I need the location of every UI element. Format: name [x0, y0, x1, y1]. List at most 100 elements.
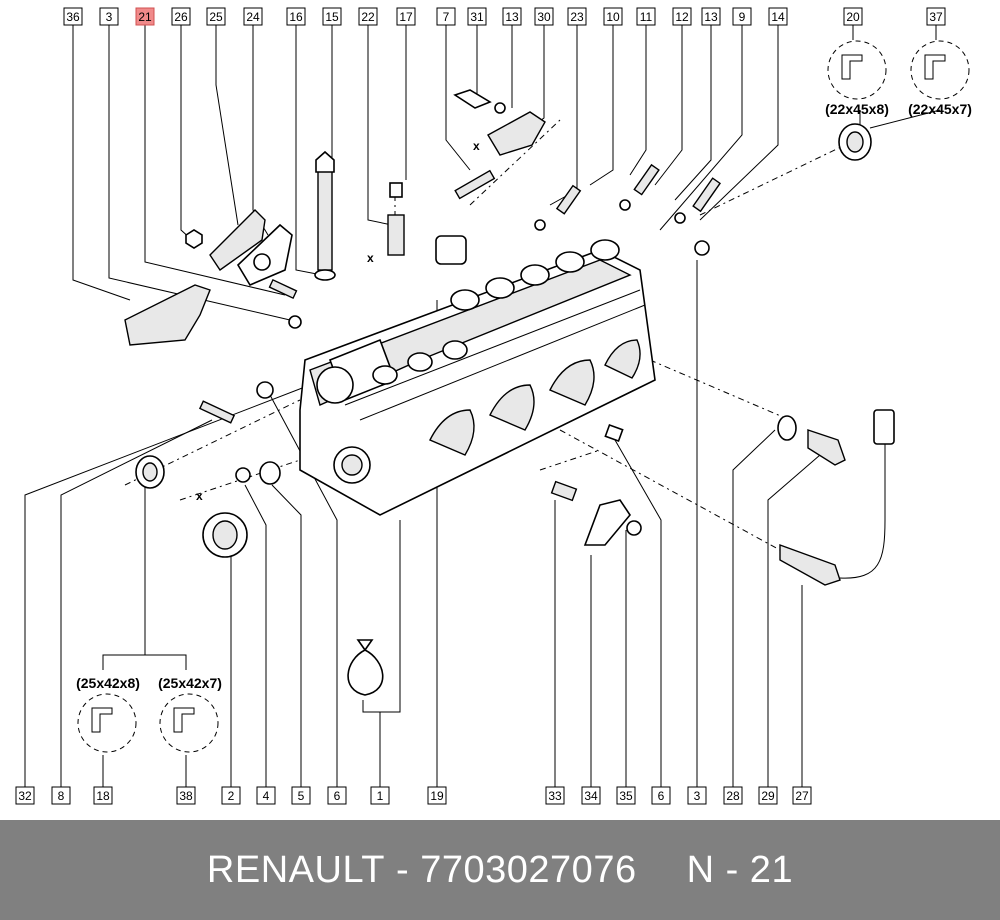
nut-26: [185, 229, 203, 249]
cam-lobes: [372, 239, 620, 385]
callout-top-12: 12: [672, 7, 692, 26]
seal-17: [389, 182, 403, 198]
callout-box: [651, 786, 671, 805]
callout-box: [135, 7, 155, 26]
callout-box: [15, 786, 35, 805]
callout-number: 8: [58, 789, 65, 803]
callout-number: 33: [548, 789, 562, 803]
callout-top-30: 30: [534, 7, 554, 26]
callout-box: [603, 7, 623, 26]
callout-bottom-32: 32: [15, 786, 35, 805]
callout-number: 38: [179, 789, 193, 803]
callout-number: 37: [929, 10, 943, 24]
callout-bottom-38: 38: [176, 786, 196, 805]
callout-number: 3: [106, 10, 113, 24]
sensor-27: [779, 544, 841, 586]
x-mark-left: x: [196, 489, 203, 503]
callout-top-36: 36: [63, 7, 83, 26]
callout-box: [370, 786, 390, 805]
footer-bar: RENAULT - 7703027076 N - 21: [0, 820, 1000, 920]
callout-number: 34: [584, 789, 598, 803]
callout-box: [63, 7, 83, 26]
callout-top-31: 31: [467, 7, 487, 26]
bolt-23: [555, 184, 582, 215]
callout-bottom-6: 6: [327, 786, 347, 805]
callout-box: [51, 786, 71, 805]
callout-bottom-19: 19: [427, 786, 447, 805]
callout-number: 27: [795, 789, 809, 803]
stud-21: [268, 278, 298, 300]
callout-number: 20: [846, 10, 860, 24]
callout-bottom-2: 2: [221, 786, 241, 805]
callout-box: [843, 7, 863, 26]
callout-box: [636, 7, 656, 26]
callout-box: [436, 7, 456, 26]
callout-number: 7: [443, 10, 450, 24]
callout-bottom-33: 33: [545, 786, 565, 805]
callout-box: [243, 7, 263, 26]
seal-dim-top-right: (22x45x7): [908, 101, 972, 117]
callout-number: 32: [18, 789, 32, 803]
callout-number: 16: [289, 10, 303, 24]
callout-box: [291, 786, 311, 805]
callout-top-26: 26: [171, 7, 191, 26]
callout-number: 4: [263, 789, 270, 803]
callout-top-10: 10: [603, 7, 623, 26]
callout-number: 14: [771, 10, 785, 24]
callout-box: [567, 7, 587, 26]
callout-top-37: 37: [926, 7, 946, 26]
callout-number: 36: [66, 10, 80, 24]
plug-4: [235, 467, 251, 483]
callout-top-17: 17: [396, 7, 416, 26]
callout-number: 19: [430, 789, 444, 803]
sleeve-19: [435, 235, 467, 265]
plug-3: [288, 315, 302, 329]
callout-number: 6: [334, 789, 341, 803]
x-mark-top: x: [473, 139, 480, 153]
callout-number: 31: [470, 10, 484, 24]
footer-page-ref: N - 21: [686, 848, 794, 891]
bolt-31: [453, 89, 492, 109]
small-parts: [124, 89, 895, 696]
callout-top-13: 13: [502, 7, 522, 26]
callout-bottom-4: 4: [256, 786, 276, 805]
callout-number: 30: [537, 10, 551, 24]
callout-number: 29: [761, 789, 775, 803]
callout-number: 26: [174, 10, 188, 24]
callout-box: [256, 786, 276, 805]
callout-box: [723, 786, 743, 805]
nut-35: [626, 520, 642, 536]
callout-box: [176, 786, 196, 805]
leader-lines-top: [72, 24, 941, 321]
sensor-29: [807, 429, 846, 466]
callout-box: [768, 7, 788, 26]
x-mark-middle: x: [367, 251, 374, 265]
callout-box: [758, 786, 778, 805]
callout-bottom-5: 5: [291, 786, 311, 805]
callout-top-14: 14: [768, 7, 788, 26]
callout-top-20: 20: [843, 7, 863, 26]
sealant-bag: [347, 639, 384, 696]
callout-number: 5: [298, 789, 305, 803]
stud-32: [198, 400, 236, 424]
callout-number: 25: [209, 10, 223, 24]
callout-box: [534, 7, 554, 26]
callout-number: 18: [96, 789, 110, 803]
callout-bottom-8: 8: [51, 786, 71, 805]
callout-bottom-28: 28: [723, 786, 743, 805]
callout-bottom-3: 3: [687, 786, 707, 805]
callout-box: [672, 7, 692, 26]
seal-dim-bottom-left: (25x42x8): [76, 675, 140, 691]
footer-part-number: 7703027076: [420, 848, 637, 891]
seal-dim-top-left: (22x45x8): [825, 101, 889, 117]
callout-number: 3: [694, 789, 701, 803]
callout-top-21: 21: [135, 7, 155, 26]
footer-brand: RENAULT: [206, 848, 385, 891]
ring-5: [259, 461, 281, 485]
sensor-34: [583, 499, 631, 546]
callout-number: 21: [138, 10, 152, 24]
callout-top-9: 9: [732, 7, 752, 26]
x-dimension-marks: x x x: [196, 139, 480, 503]
callout-top-24: 24: [243, 7, 263, 26]
callout-box: [221, 786, 241, 805]
